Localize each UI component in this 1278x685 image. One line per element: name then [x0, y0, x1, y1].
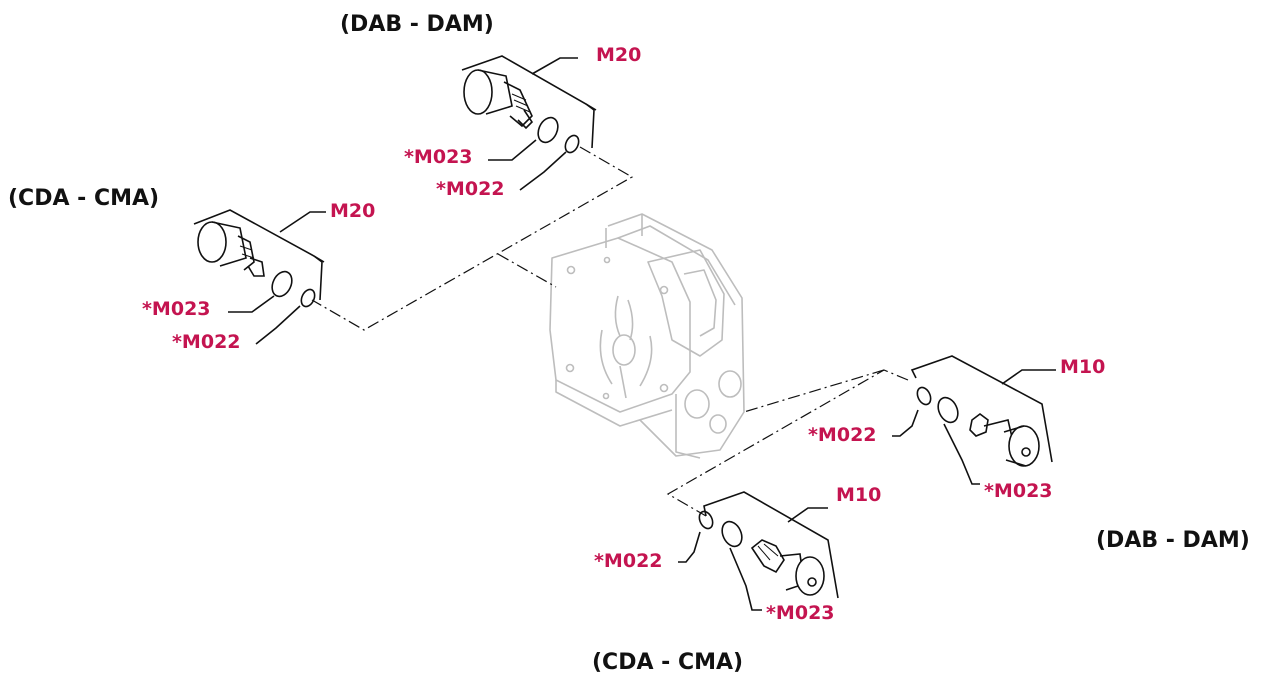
- part-label-m10-bottom: M10: [836, 484, 882, 506]
- oring-label-m022-right: *M022: [808, 424, 877, 446]
- group-label-cda-cma-bottom: (CDA - CMA): [592, 650, 744, 675]
- cartridge-group-bottom: [678, 491, 839, 611]
- cartridge-group-left: [193, 209, 326, 345]
- group-label-cda-cma-left: (CDA - CMA): [8, 186, 160, 211]
- part-label-m20-left: M20: [330, 200, 376, 222]
- group-label-dab-dam-right: (DAB - DAM): [1096, 528, 1250, 553]
- oring-label-m023-bottom: *M023: [766, 602, 835, 624]
- o-ring: [564, 134, 580, 154]
- oring-label-m023-left: *M023: [142, 298, 211, 320]
- oring-label-m022-top: *M022: [436, 178, 505, 200]
- part-label-m10-right: M10: [1060, 356, 1106, 378]
- cartridge-group-top: [461, 55, 597, 191]
- centerlines: [311, 146, 909, 517]
- group-label-dab-dam-top: (DAB - DAM): [340, 12, 494, 37]
- part-label-m20-top: M20: [596, 44, 642, 66]
- o-ring: [537, 116, 559, 144]
- oring-label-m023-right: *M023: [984, 480, 1053, 502]
- oring-label-m023-top: *M023: [404, 146, 473, 168]
- leader-line: [531, 57, 578, 75]
- oring-label-m022-left: *M022: [172, 331, 241, 353]
- oring-label-m022-bottom: *M022: [594, 550, 663, 572]
- cartridge-group-right: [892, 355, 1056, 485]
- valve-body: [549, 213, 745, 459]
